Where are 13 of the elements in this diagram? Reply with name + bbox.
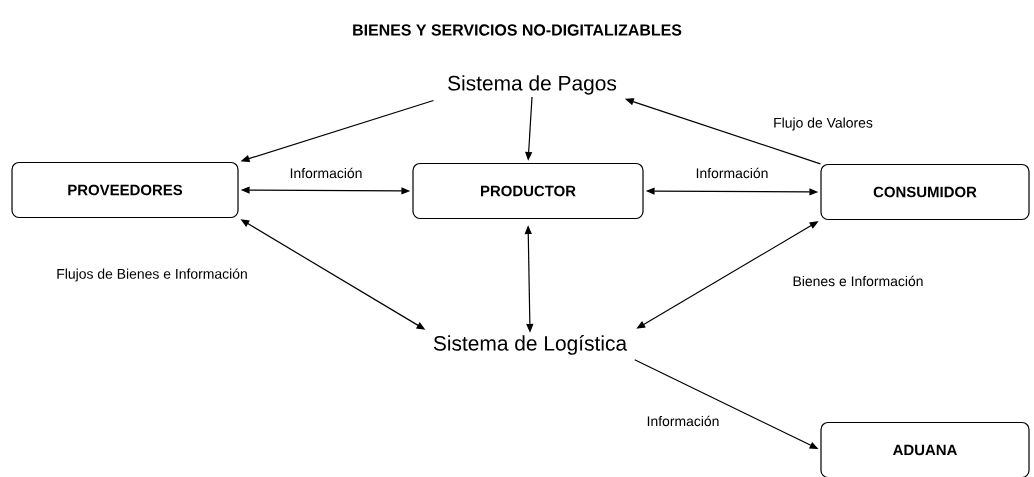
edge-label: Información: [288, 166, 364, 180]
edge-label: Flujo de Valores: [772, 116, 874, 132]
entity-box: PRODUCTOR: [412, 162, 644, 220]
system-label: Sistema de Pagos: [448, 75, 617, 95]
edge-label: Información: [645, 414, 721, 428]
entity-box: ADUANA: [820, 421, 1030, 477]
system-label: Sistema de Logística: [433, 335, 628, 355]
title: BIENES Y SERVICIOS NO-DIGITALIZABLES: [353, 24, 682, 36]
entity-box: PROVEEDORES: [11, 161, 239, 219]
edge-label: Flujos de Bienes e Información: [55, 267, 249, 283]
edge-label: Bienes e Información: [791, 274, 925, 288]
entity-box: CONSUMIDOR: [820, 163, 1030, 221]
edge-label: Información: [694, 166, 770, 180]
